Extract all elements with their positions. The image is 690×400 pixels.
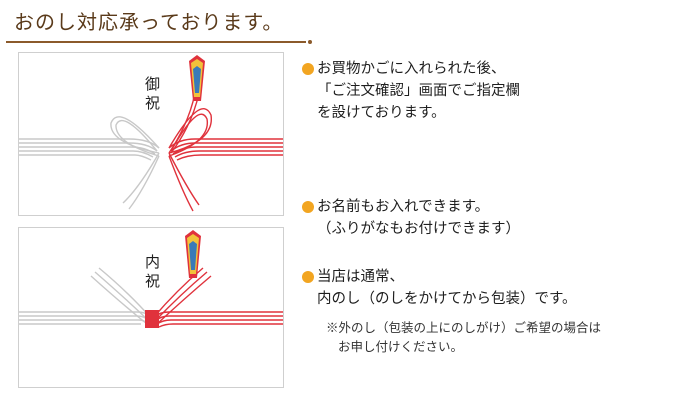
info-block-order: お買物かごに入れられた後、 「ご注文確認」画面でご指定欄 を設けております。 <box>302 58 520 124</box>
title-underline <box>6 40 312 44</box>
card-inscription-gyoshuku: 御祝 <box>143 76 161 114</box>
info-block-name: お名前もお入れできます。 （ふりがなもお付けできます） <box>302 196 520 240</box>
noshi-card-gyoshuku <box>18 52 284 216</box>
card-inscription-uchiiwai: 内祝 <box>143 254 161 292</box>
bullet-icon <box>302 271 314 283</box>
noshi-ornament-2 <box>185 230 201 278</box>
noshi-ornament <box>189 55 205 101</box>
mizuhiki-bow <box>19 55 283 212</box>
page-title: おのし対応承っております。 <box>14 10 284 34</box>
mizuhiki-awaji <box>19 230 283 328</box>
noshi-card-uchiiwai <box>18 227 284 388</box>
bullet-icon <box>302 63 314 75</box>
bullet-icon <box>302 201 314 213</box>
note-outer-noshi: ※外のし（包装の上にのしがけ）ご希望の場合は お申し付けください。 <box>326 320 602 354</box>
info-block-wrapping: 当店は通常、 内のし（のしをかけてから包装）です。 <box>302 266 577 310</box>
